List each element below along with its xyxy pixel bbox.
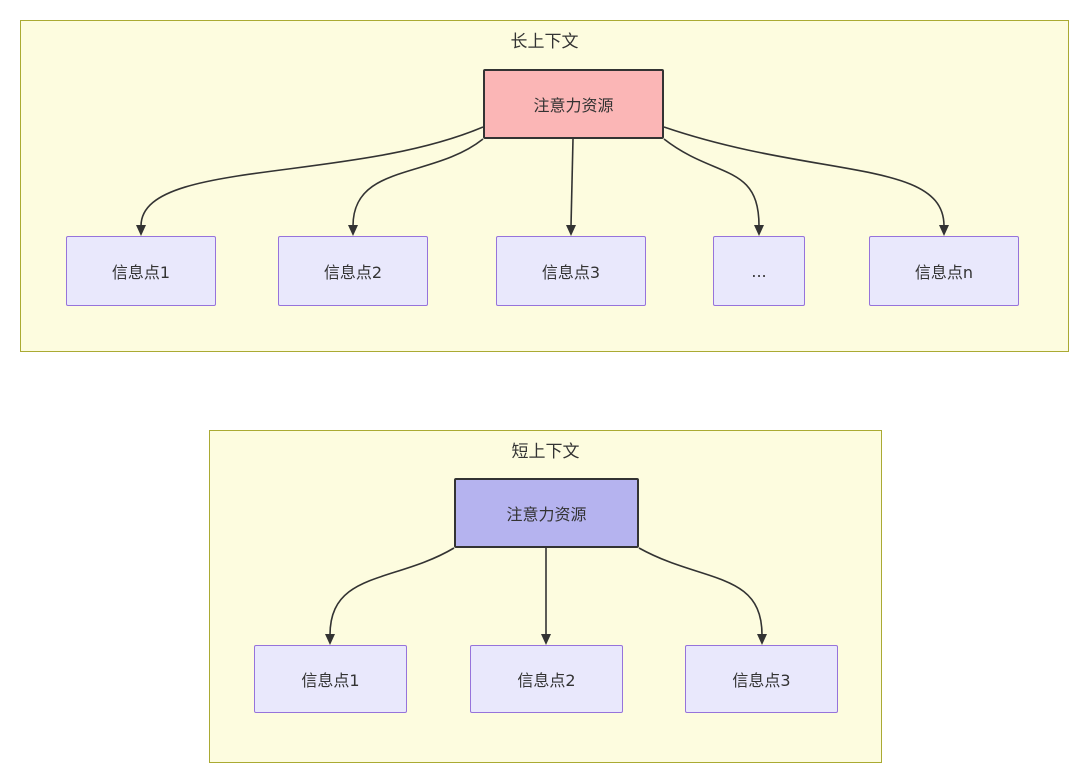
arrow-long-2 [352, 138, 484, 227]
arrow-short-3 [638, 547, 763, 636]
info-point-node-short-1: 信息点1 [254, 645, 407, 713]
info-point-node-short-3: 信息点3 [685, 645, 838, 713]
arrow-layer-short [325, 547, 767, 645]
arrow-short-1 [329, 547, 455, 636]
info-point-node-long-1: 信息点1 [66, 236, 216, 306]
arrow-layer-long [136, 126, 949, 236]
arrowhead-long-1 [136, 225, 146, 236]
panel-long-context: 长上下文 注意力资源 信息点1 信息点2 信息点3 ... 信息点n [20, 20, 1069, 352]
arrow-long-3 [570, 138, 574, 227]
info-point-node-short-2: 信息点2 [470, 645, 623, 713]
panel-long-title: 长上下文 [510, 32, 579, 52]
arrow-long-5 [663, 126, 945, 227]
info-point-node-long-ellipsis: ... [713, 236, 805, 306]
arrow-long-4 [663, 138, 760, 227]
arrow-long-1 [140, 126, 484, 227]
arrowhead-long-3 [566, 225, 576, 236]
arrowhead-long-2 [348, 225, 358, 236]
panel-short-context: 短上下文 注意力资源 信息点1 信息点2 信息点3 [209, 430, 882, 763]
info-point-node-long-2: 信息点2 [278, 236, 428, 306]
attention-resource-node-short: 注意力资源 [454, 478, 639, 548]
arrowhead-long-4 [754, 225, 764, 236]
arrowhead-short-3 [757, 634, 767, 645]
arrowhead-short-2 [541, 634, 551, 645]
arrowhead-long-5 [939, 225, 949, 236]
panel-short-title: 短上下文 [511, 442, 580, 462]
info-point-node-long-3: 信息点3 [496, 236, 646, 306]
arrowhead-short-1 [325, 634, 335, 645]
info-point-node-long-n: 信息点n [869, 236, 1019, 306]
attention-resource-node-long: 注意力资源 [483, 69, 664, 139]
